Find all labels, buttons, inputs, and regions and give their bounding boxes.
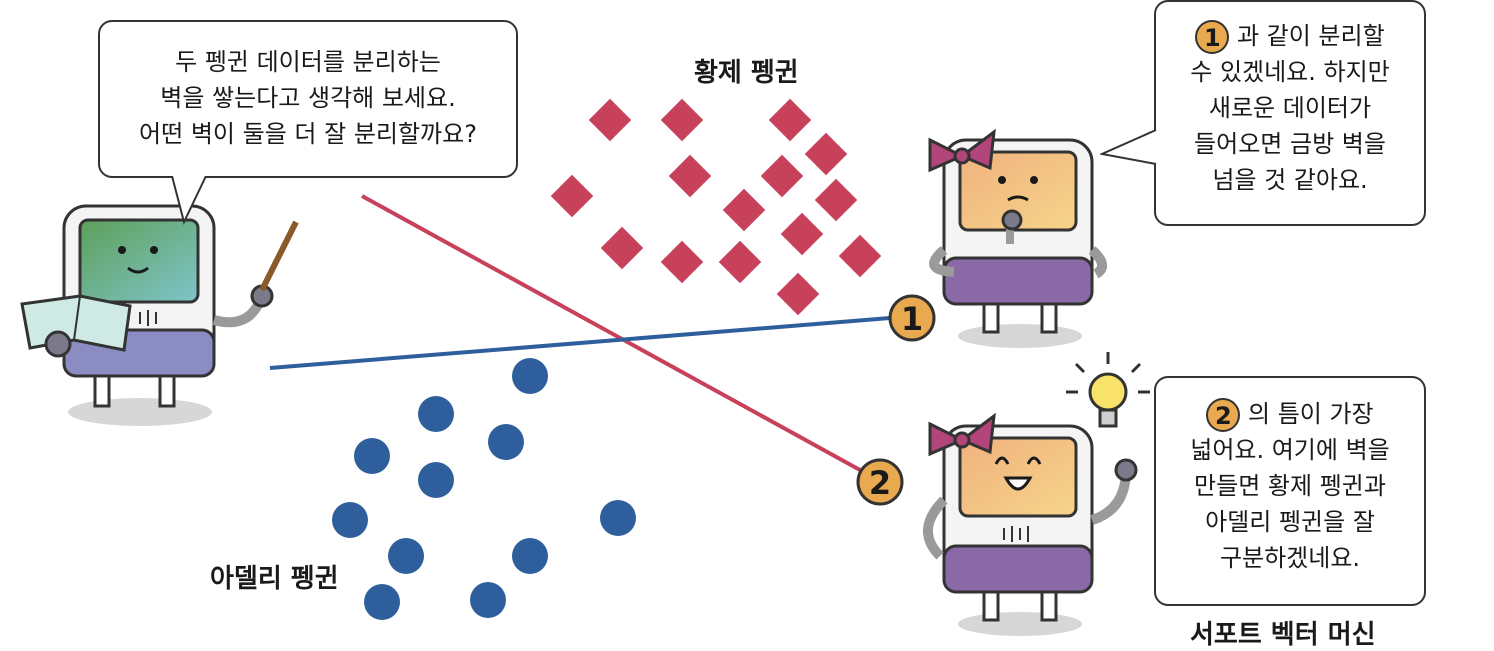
emperor-penguin-point bbox=[660, 240, 704, 284]
emperor-penguin-point bbox=[718, 240, 762, 284]
emperor-penguin-point bbox=[722, 188, 766, 232]
adelie-penguin-point bbox=[332, 502, 368, 538]
adelie-penguin-point bbox=[418, 462, 454, 498]
teacher-bubble-line: 벽을 쌓는다고 생각해 보세요. bbox=[160, 84, 456, 112]
bubble-one-tail bbox=[1100, 129, 1157, 165]
separator-line-one bbox=[269, 316, 891, 370]
emperor-penguin-points bbox=[550, 98, 882, 316]
adelie-penguin-point bbox=[354, 438, 390, 474]
emperor-penguin-point bbox=[838, 234, 882, 278]
teacher-speech-bubble: 두 펭귄 데이터를 분리하는 벽을 쌓는다고 생각해 보세요. 어떤 벽이 둘을… bbox=[98, 20, 518, 178]
emperor-penguin-point bbox=[550, 174, 594, 218]
separator-line-two bbox=[361, 194, 861, 472]
badge-two: 2 bbox=[1206, 398, 1241, 432]
teacher-bubble-line: 어떤 벽이 둘을 더 잘 분리할까요? bbox=[139, 120, 477, 148]
bubble-one-line: 수 있겠네요. 하지만 bbox=[1190, 58, 1390, 86]
emperor-penguin-point bbox=[588, 98, 632, 142]
bubble-two-line: 넓어요. 여기에 벽을 bbox=[1190, 436, 1390, 464]
bubble-two-line: 의 틈이 가장 bbox=[1247, 400, 1374, 428]
bubble-one-line: 넘을 것 같아요. bbox=[1212, 166, 1368, 194]
line-marker-two: 2 bbox=[856, 458, 904, 506]
adelie-penguin-point bbox=[512, 538, 548, 574]
adelie-penguin-label: 아델리 펭귄 bbox=[210, 564, 339, 594]
girl-robot-happy bbox=[922, 412, 1138, 636]
emperor-penguin-point bbox=[668, 154, 712, 198]
emperor-penguin-point bbox=[804, 132, 848, 176]
emperor-penguin-point bbox=[760, 154, 804, 198]
adelie-penguin-point bbox=[388, 538, 424, 574]
adelie-penguin-point bbox=[512, 358, 548, 394]
caption: 서포트 벡터 머신 bbox=[1190, 620, 1376, 650]
emperor-penguin-point bbox=[776, 272, 820, 316]
bubble-one-line: 과 같이 분리할 bbox=[1236, 22, 1385, 50]
bubble-two-line: 만들면 황제 펭귄과 bbox=[1194, 472, 1386, 500]
teacher-bubble-tail bbox=[171, 176, 207, 225]
emperor-penguin-point bbox=[768, 98, 812, 142]
light-bulb-icon bbox=[1066, 352, 1150, 428]
bubble-one-line: 들어오면 금방 벽을 bbox=[1194, 130, 1386, 158]
emperor-penguin-point bbox=[600, 226, 644, 270]
adelie-penguin-points bbox=[332, 358, 636, 620]
bubble-two: 2 의 틈이 가장 넓어요. 여기에 벽을 만들면 황제 펭귄과 아델리 펭귄을… bbox=[1154, 376, 1426, 606]
emperor-penguin-point bbox=[814, 178, 858, 222]
emperor-penguin-point bbox=[780, 212, 824, 256]
adelie-penguin-point bbox=[470, 582, 506, 618]
badge-one: 1 bbox=[1195, 20, 1230, 54]
teacher-robot bbox=[20, 204, 299, 426]
line-marker-one-text: 1 bbox=[901, 300, 923, 338]
teacher-bubble-line: 두 펭귄 데이터를 분리하는 bbox=[175, 48, 441, 76]
adelie-penguin-point bbox=[600, 500, 636, 536]
adelie-penguin-point bbox=[364, 584, 400, 620]
line-marker-one: 1 bbox=[888, 294, 936, 342]
bubble-one-line: 새로운 데이터가 bbox=[1208, 94, 1372, 122]
adelie-penguin-point bbox=[488, 424, 524, 460]
adelie-penguin-point bbox=[418, 396, 454, 432]
emperor-penguin-point bbox=[660, 98, 704, 142]
line-marker-two-text: 2 bbox=[869, 464, 891, 502]
bubble-one: 1 과 같이 분리할 수 있겠네요. 하지만 새로운 데이터가 들어오면 금방 … bbox=[1154, 0, 1426, 226]
bubble-two-line: 아델리 펭귄을 잘 bbox=[1205, 508, 1375, 536]
bubble-two-line: 구분하겠네요. bbox=[1219, 544, 1361, 572]
emperor-penguin-label: 황제 펭귄 bbox=[694, 58, 799, 88]
girl-robot-puzzled bbox=[928, 128, 1107, 348]
